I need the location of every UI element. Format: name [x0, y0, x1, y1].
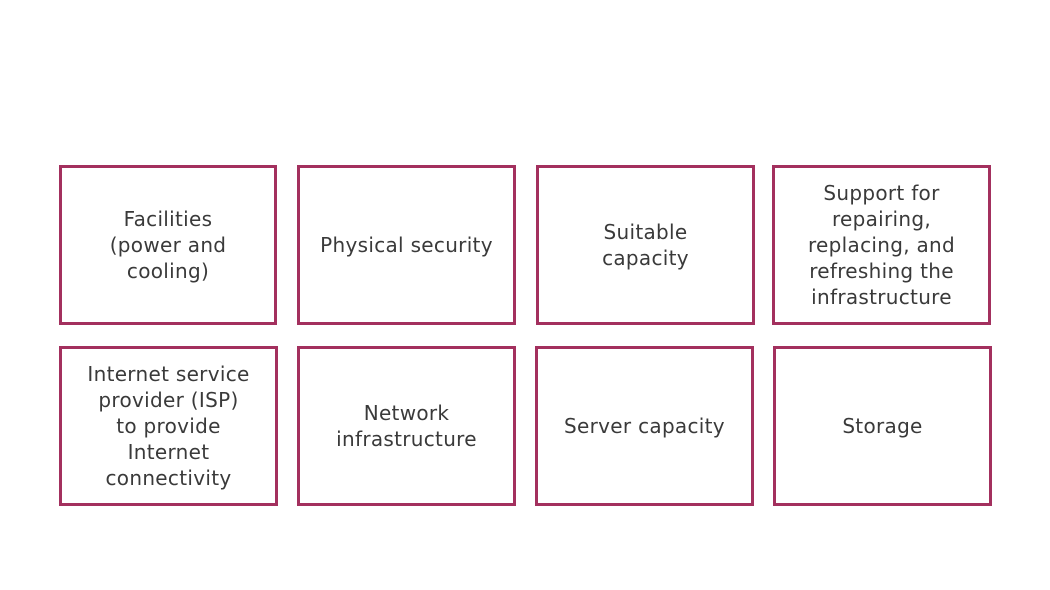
card-facilities: Facilities (power and cooling): [59, 165, 277, 325]
card-label: Storage: [842, 414, 923, 438]
card-label: Physical security: [320, 233, 493, 257]
card-label: Support for repairing, replacing, and re…: [807, 181, 956, 309]
card-label: Network infrastructure: [336, 401, 477, 451]
card-label: Suitable capacity: [602, 220, 689, 270]
card-storage: Storage: [773, 346, 992, 506]
card-network-infrastructure: Network infrastructure: [297, 346, 516, 506]
card-label: Server capacity: [564, 414, 725, 438]
card-server-capacity: Server capacity: [535, 346, 754, 506]
card-label: Internet service provider (ISP) to provi…: [87, 362, 250, 490]
card-label: Facilities (power and cooling): [109, 207, 227, 283]
card-suitable-capacity: Suitable capacity: [536, 165, 755, 325]
card-isp-connectivity: Internet service provider (ISP) to provi…: [59, 346, 278, 506]
card-infrastructure-support: Support for repairing, replacing, and re…: [772, 165, 991, 325]
card-physical-security: Physical security: [297, 165, 516, 325]
